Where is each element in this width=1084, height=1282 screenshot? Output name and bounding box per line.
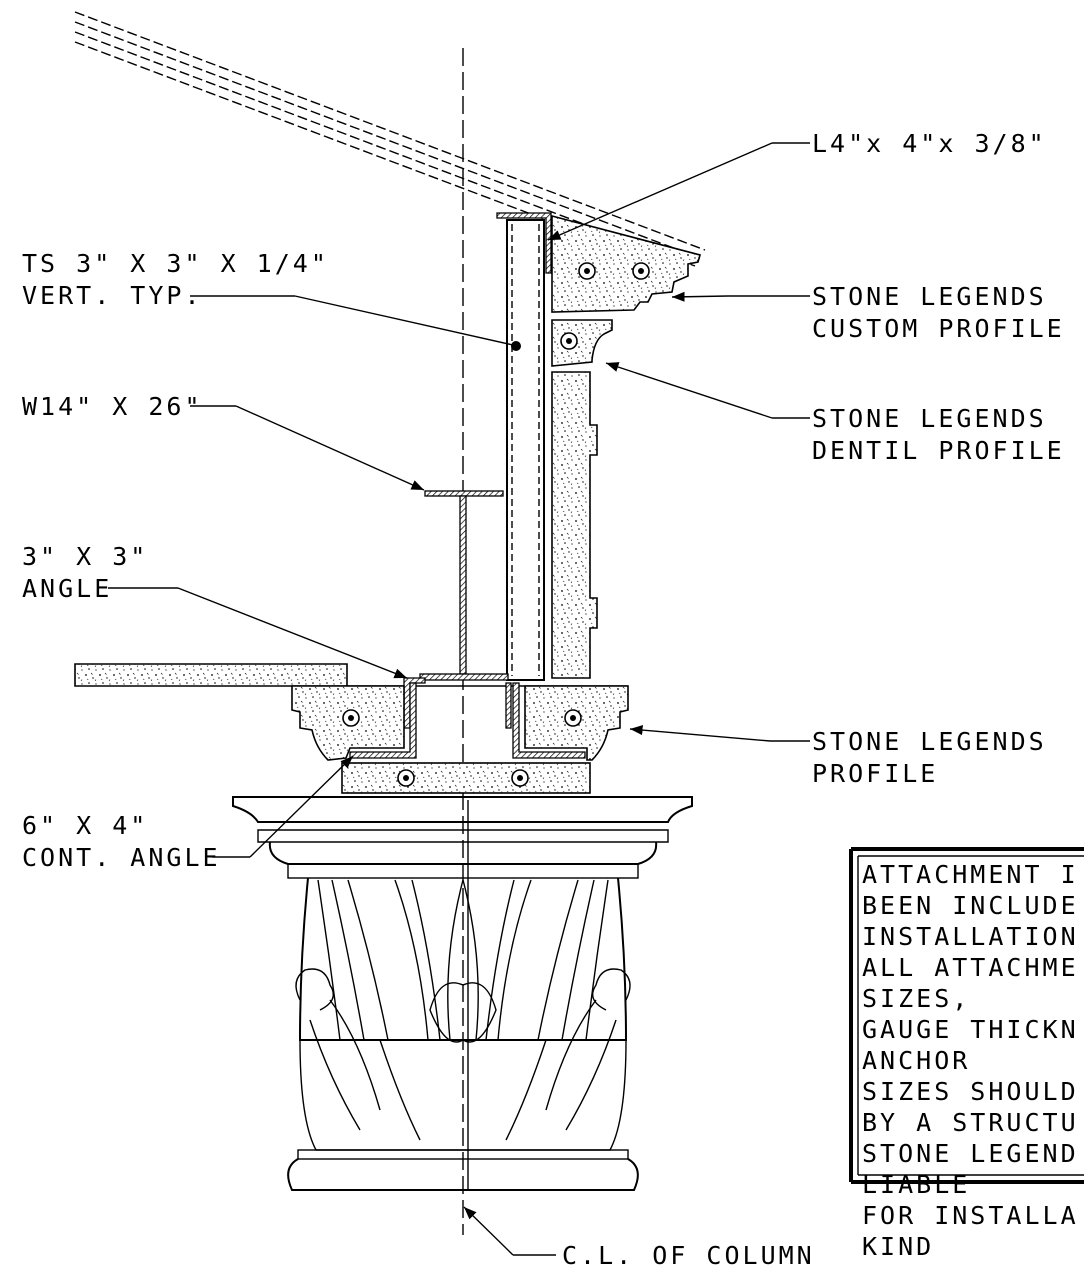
label-custom-line2: CUSTOM PROFILE xyxy=(812,314,1065,343)
note-line: SIZES SHOULD xyxy=(862,1077,1079,1106)
label-custom-line1: STONE LEGENDS xyxy=(812,282,1047,311)
top-angle xyxy=(496,212,552,274)
label-angle3-line2: ANGLE xyxy=(22,574,112,603)
ts-tube-vertical xyxy=(506,219,545,681)
corinthian-capital xyxy=(232,796,693,1191)
angle-right-cont xyxy=(512,682,586,759)
w14-beam xyxy=(419,490,509,681)
label-dentil-line1: STONE LEGENDS xyxy=(812,404,1047,433)
label-angle3-line1: 3" X 3" xyxy=(22,542,148,571)
label-profile-line2: PROFILE xyxy=(812,759,938,788)
floor-slab xyxy=(74,663,348,687)
label-angle-l4: L4"x 4"x 3/8" xyxy=(812,129,1047,158)
dentil-profile-stone xyxy=(551,319,613,367)
label-angle6-line1: 6" X 4" xyxy=(22,811,148,840)
base-plinth-stone xyxy=(341,762,591,794)
note-line: BEEN INCLUDE xyxy=(862,891,1079,920)
label-centerline: C.L. OF COLUMN xyxy=(562,1241,815,1270)
leader-lines xyxy=(108,142,810,1256)
note-line: STONE LEGEND xyxy=(862,1139,1079,1168)
label-profile-line1: STONE LEGENDS xyxy=(812,727,1047,756)
note-line: SIZES, xyxy=(862,984,970,1013)
note-line: LIABLE xyxy=(862,1170,970,1199)
label-ts-line2: VERT. TYP. xyxy=(22,281,203,310)
note-line: ATTACHMENT I xyxy=(862,860,1079,889)
vertical-stone-panel xyxy=(551,371,598,679)
label-dentil-line2: DENTIL PROFILE xyxy=(812,436,1065,465)
note-line: BY A STRUCTU xyxy=(862,1108,1079,1137)
note-line: ALL ATTACHME xyxy=(862,953,1079,982)
attachment-note-box: ATTACHMENT I BEEN INCLUDE INSTALLATION A… xyxy=(849,847,1084,1261)
note-line: GAUGE THICKN xyxy=(862,1015,1079,1044)
note-line: INSTALLATION xyxy=(862,922,1079,951)
note-line: ANCHOR xyxy=(862,1046,970,1075)
labels: L4"x 4"x 3/8" TS 3" X 3" X 1/4" VERT. TY… xyxy=(22,129,1065,1270)
note-line: KIND xyxy=(862,1232,934,1261)
angle-clip xyxy=(505,682,512,729)
label-w14: W14" X 26" xyxy=(22,392,203,421)
note-line: FOR INSTALLA xyxy=(862,1201,1079,1230)
label-angle6-line2: CONT. ANGLE xyxy=(22,843,221,872)
label-ts-line1: TS 3" X 3" X 1/4" xyxy=(22,249,329,278)
